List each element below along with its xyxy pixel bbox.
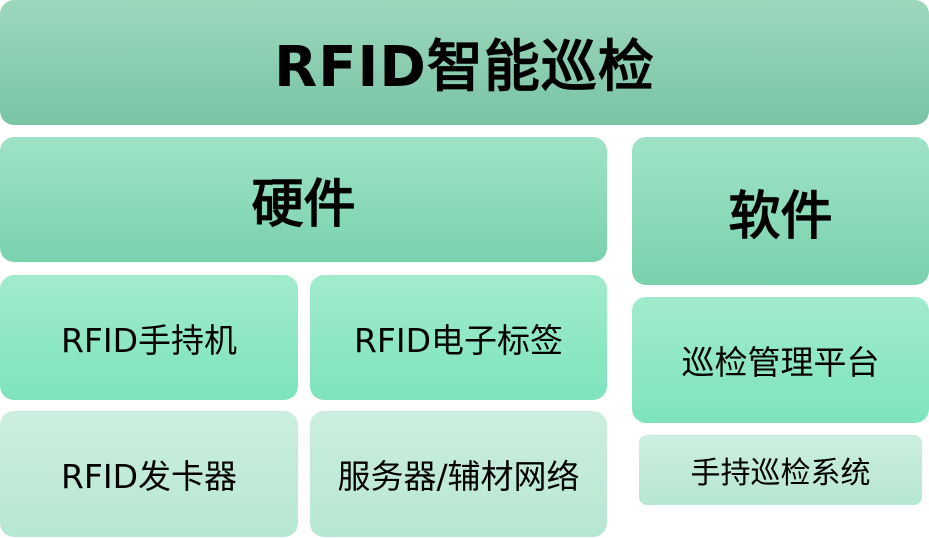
hardware-item-label: 服务器/辅材网络	[337, 457, 580, 496]
software-item-label: 手持巡检系统	[690, 456, 871, 491]
software-item-handheld-system: 手持巡检系统	[639, 435, 922, 505]
hardware-item-label: RFID发卡器	[60, 457, 238, 496]
hardware-item-label: RFID手持机	[60, 320, 238, 360]
title-box: RFID智能巡检	[0, 0, 929, 125]
software-header-box: 软件	[632, 137, 929, 285]
hardware-item-handheld: RFID手持机	[0, 275, 298, 400]
hardware-label: 硬件	[251, 175, 356, 235]
software-item-platform: 巡检管理平台	[632, 297, 929, 423]
software-label: 软件	[728, 186, 833, 247]
software-item-label: 巡检管理平台	[681, 343, 880, 382]
hardware-header-box: 硬件	[0, 137, 607, 262]
hardware-item-server-network: 服务器/辅材网络	[310, 411, 607, 537]
hardware-item-tag: RFID电子标签	[310, 275, 607, 400]
hardware-item-card-issuer: RFID发卡器	[0, 411, 298, 537]
title-text: RFID智能巡检	[274, 35, 655, 100]
hardware-item-label: RFID电子标签	[353, 320, 564, 360]
